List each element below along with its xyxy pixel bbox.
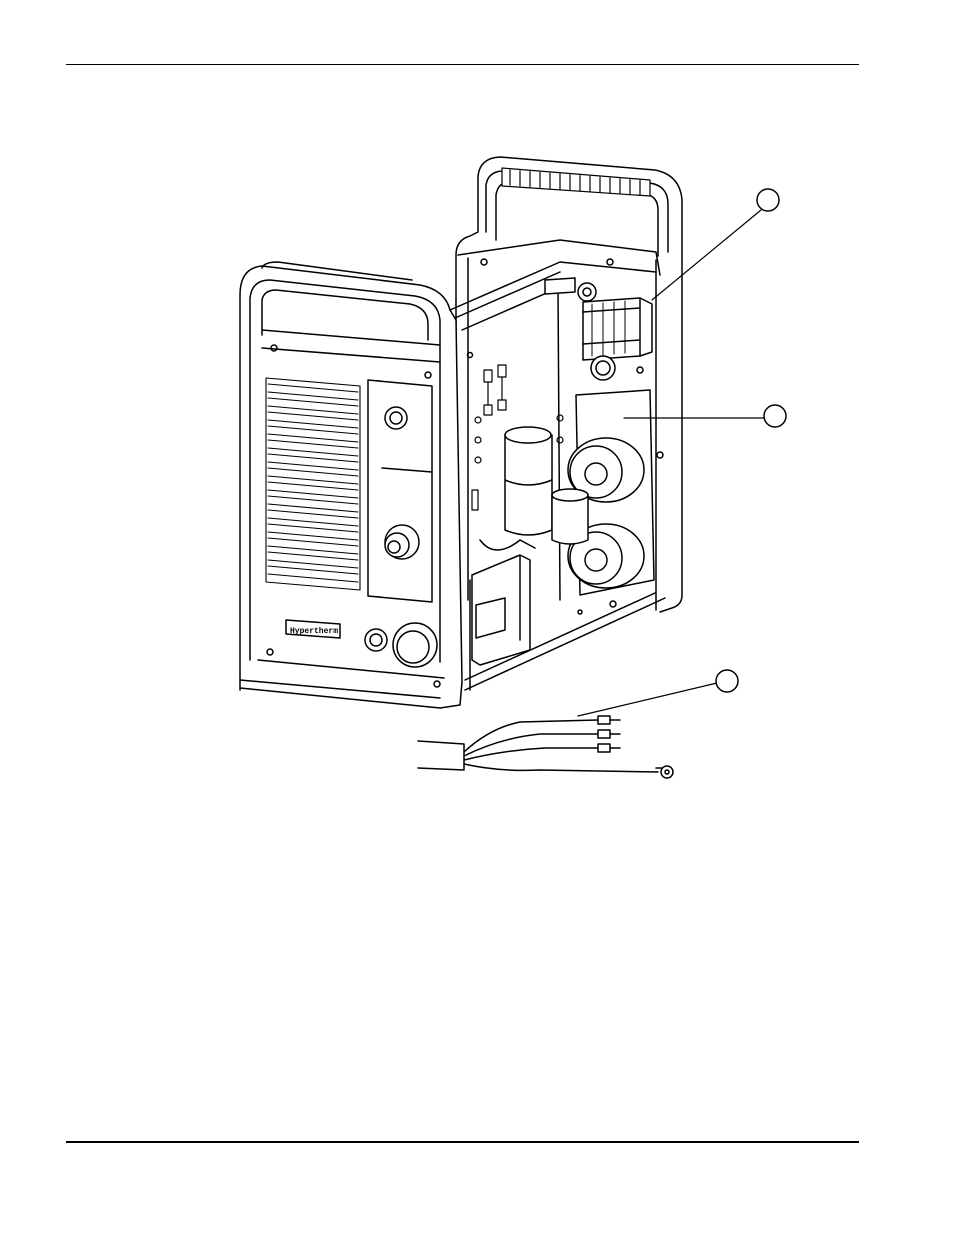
callout-3 [577,669,739,717]
header-rule [66,64,859,65]
rear-handle-grille [501,167,651,197]
callout-2 [623,404,787,428]
brand-label: Hypertherm [290,627,338,636]
callout-1 [651,188,780,301]
inductor-assembly [567,389,655,596]
chassis-interior [449,258,666,691]
footer-rule [66,1141,859,1143]
terminal-connectors [471,364,564,511]
brand-plate: Hypertherm [285,619,341,639]
contactor [577,282,653,381]
power-cord [417,715,674,779]
capacitors [504,426,589,545]
front-louvers [265,377,361,591]
front-controls [364,379,438,668]
lower-component [471,539,536,666]
